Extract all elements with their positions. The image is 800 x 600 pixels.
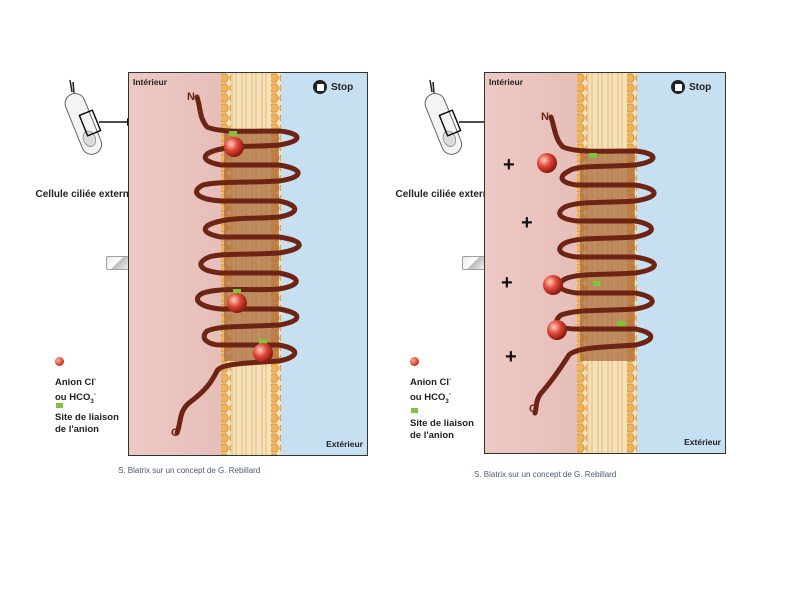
anion <box>227 293 247 313</box>
c-terminus-label: C <box>171 427 179 439</box>
anion <box>543 275 563 295</box>
exterior-label: Extérieur <box>326 439 363 449</box>
cell-icon <box>424 79 493 155</box>
anion <box>537 153 557 173</box>
cell-icon <box>64 79 133 155</box>
anion-icon <box>55 357 64 366</box>
slider-handle[interactable] <box>462 256 486 270</box>
positive-charge-sign: + <box>503 154 515 176</box>
binding-site-icon <box>411 408 418 413</box>
credit: S. Blatrix sur un concept de G. Rebillar… <box>118 466 261 475</box>
credit: S. Blatrix sur un concept de G. Rebillar… <box>474 470 617 479</box>
panel-left: Cellule ciliée externe Anion Cl- ou HCO3… <box>0 0 400 500</box>
anion <box>547 320 567 340</box>
n-terminus-label: N <box>541 111 549 123</box>
stop-icon <box>671 80 685 94</box>
diagram-frame: Intérieur Extérieur N C + + + + Stop <box>484 72 726 454</box>
stop-button[interactable]: Stop <box>671 80 711 94</box>
anion-icon <box>410 357 419 366</box>
membrane-scene <box>129 73 367 455</box>
membrane-scene <box>485 73 725 453</box>
c-terminus-label: C <box>529 403 537 415</box>
binding-site <box>233 289 241 294</box>
n-terminus-label: N <box>187 91 195 103</box>
stop-button[interactable]: Stop <box>313 80 353 94</box>
cell-label: Cellule ciliée externe <box>395 189 495 200</box>
anion <box>224 137 244 157</box>
positive-charge-sign: + <box>505 346 517 368</box>
interior-label: Intérieur <box>489 77 524 87</box>
binding-site <box>617 321 625 326</box>
binding-site <box>259 339 267 344</box>
cell-label: Cellule ciliée externe <box>35 189 135 200</box>
exterior-label: Extérieur <box>684 437 721 447</box>
anion <box>253 343 273 363</box>
panel-right: Cellule ciliée externe Anion Cl- ou HCO3… <box>360 0 760 500</box>
binding-site <box>589 153 597 158</box>
legend-anion: Anion Cl- ou HCO3- <box>55 377 97 406</box>
binding-site <box>229 131 237 136</box>
binding-site <box>593 281 601 286</box>
stop-button-label: Stop <box>689 81 712 93</box>
positive-charge-sign: + <box>501 272 513 294</box>
diagram-frame: Intérieur Extérieur N C Stop <box>128 72 368 456</box>
slider-handle[interactable] <box>106 256 130 270</box>
stop-button-label: Stop <box>331 81 354 93</box>
stop-icon <box>313 80 327 94</box>
interior-label: Intérieur <box>133 77 168 87</box>
positive-charge-sign: + <box>521 212 533 234</box>
legend-anion: Anion Cl- ou HCO3- <box>410 377 452 406</box>
binding-site-icon <box>56 403 63 408</box>
